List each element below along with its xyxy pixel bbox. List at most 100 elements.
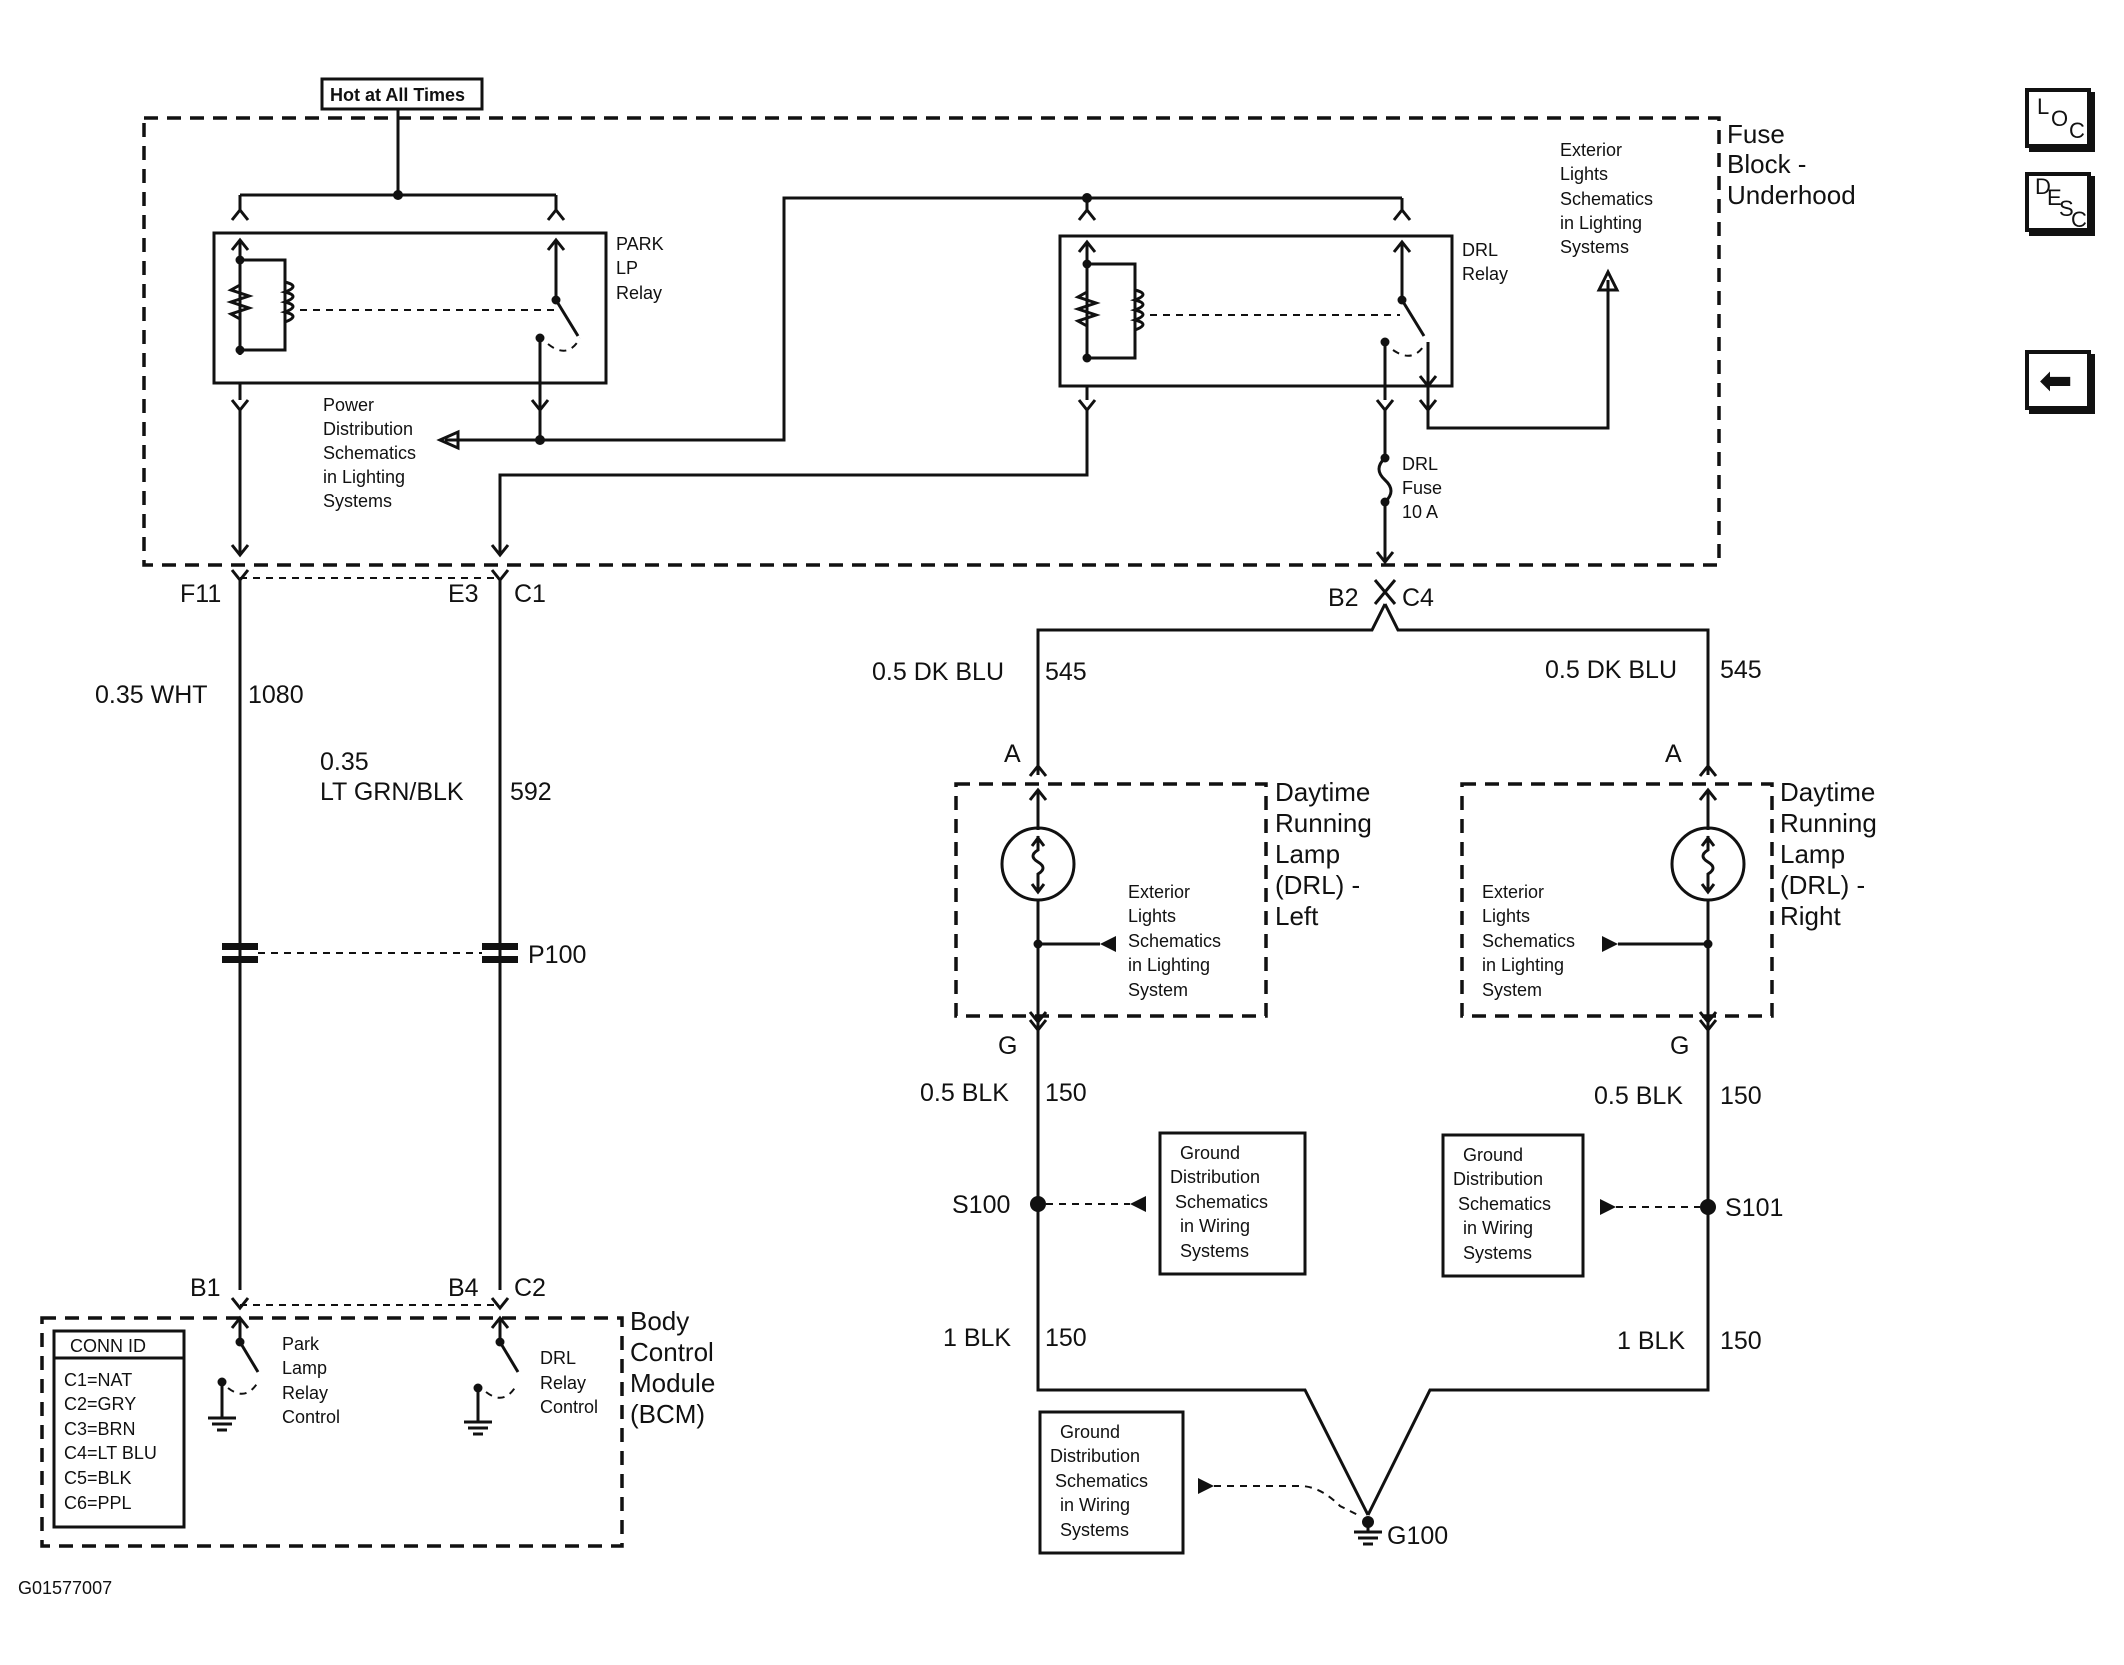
svg-text:Relay: Relay: [1462, 264, 1508, 284]
svg-text:Schematics: Schematics: [1055, 1471, 1148, 1491]
svg-text:Lights: Lights: [1482, 906, 1530, 926]
svg-text:Schematics: Schematics: [1128, 931, 1221, 951]
svg-text:Ground: Ground: [1060, 1422, 1120, 1442]
drl-relay: DRL Relay: [1058, 234, 1620, 430]
svg-text:DRL: DRL: [1462, 240, 1498, 260]
svg-text:10 A: 10 A: [1402, 502, 1438, 522]
svg-text:Schematics: Schematics: [1560, 189, 1653, 209]
drl-fuse: DRL Fuse 10 A: [1377, 410, 1442, 562]
svg-text:Distribution: Distribution: [1453, 1169, 1543, 1189]
pin-f11: F11: [180, 580, 221, 608]
loc-letter-o: O: [2051, 106, 2069, 131]
svg-text:Right: Right: [1780, 901, 1841, 931]
svg-text:System: System: [1128, 980, 1188, 1000]
fuse-block-outline: [142, 116, 1721, 567]
pin-g-right: G: [1670, 1032, 1689, 1060]
svg-text:Running: Running: [1275, 808, 1372, 838]
svg-text:P100: P100: [528, 941, 586, 969]
svg-text:(DRL) -: (DRL) -: [1275, 870, 1360, 900]
pin-b1: B1: [190, 1274, 221, 1302]
svg-text:Lamp: Lamp: [282, 1358, 327, 1378]
svg-text:in Wiring: in Wiring: [1180, 1216, 1250, 1236]
svg-text:Fuse: Fuse: [1402, 478, 1442, 498]
ground-distribution-note-s100: Ground Distribution Schematics in Wiring…: [1158, 1131, 1307, 1276]
power-distribution-note: Power Distribution Schematics in Lightin…: [323, 395, 416, 511]
svg-text:in Wiring: in Wiring: [1463, 1218, 1533, 1238]
svg-text:C6=PPL: C6=PPL: [64, 1493, 132, 1513]
svg-text:Lamp: Lamp: [1275, 839, 1340, 869]
pin-g-left: G: [998, 1032, 1017, 1060]
location-button[interactable]: L O C: [2025, 88, 2091, 148]
svg-text:Underhood: Underhood: [1727, 180, 1856, 210]
exterior-lights-note-top: Exterior Lights Schematics in Lighting S…: [1560, 140, 1653, 257]
svg-text:Ground: Ground: [1180, 1143, 1240, 1163]
splice-s100: S100: [952, 1191, 1146, 1219]
svg-text:Schematics: Schematics: [1482, 931, 1575, 951]
svg-text:Systems: Systems: [1560, 237, 1629, 257]
pin-c2-bottom: C2: [514, 1274, 546, 1302]
svg-text:(BCM): (BCM): [630, 1399, 705, 1429]
conn-id-table: CONN ID C1=NAT C2=GRY C3=BRN C4=LT BLU C…: [52, 1329, 186, 1529]
pin-c4: C4: [1402, 584, 1434, 612]
svg-text:Power: Power: [323, 395, 374, 415]
desc-letter-e: E: [2047, 185, 2062, 210]
svg-text:Park: Park: [282, 1334, 320, 1354]
wire-1080-spec: 0.35 WHT: [95, 681, 208, 709]
svg-text:G100: G100: [1387, 1522, 1448, 1550]
svg-text:CONN ID: CONN ID: [70, 1336, 146, 1356]
svg-text:S100: S100: [952, 1191, 1010, 1219]
wire-150-right-lower-number: 150: [1720, 1327, 1762, 1355]
wire-150-left-upper-number: 150: [1045, 1079, 1087, 1107]
svg-text:C3=BRN: C3=BRN: [64, 1419, 136, 1439]
svg-text:Systems: Systems: [1060, 1520, 1129, 1540]
svg-text:in Lighting: in Lighting: [1560, 213, 1642, 233]
svg-text:Running: Running: [1780, 808, 1877, 838]
svg-text:Distribution: Distribution: [1170, 1167, 1260, 1187]
desc-letter-s: S: [2059, 196, 2074, 221]
desc-letter-c: C: [2071, 207, 2087, 232]
bcm-outline: [40, 1316, 624, 1548]
svg-text:C4=LT BLU: C4=LT BLU: [64, 1443, 157, 1463]
pin-a-left: A: [1004, 740, 1021, 768]
wire-592-spec-gauge: 0.35: [320, 748, 369, 776]
wire-545-left-spec: 0.5 DK BLU: [872, 658, 1004, 686]
svg-text:Lights: Lights: [1560, 164, 1608, 184]
svg-text:in Wiring: in Wiring: [1060, 1495, 1130, 1515]
svg-text:C2=GRY: C2=GRY: [64, 1394, 136, 1414]
wire-150-left-lower-number: 150: [1045, 1324, 1087, 1352]
svg-text:System: System: [1482, 980, 1542, 1000]
pin-b4: B4: [448, 1274, 479, 1302]
svg-text:(DRL) -: (DRL) -: [1780, 870, 1865, 900]
svg-text:Control: Control: [540, 1397, 598, 1417]
svg-text:Systems: Systems: [1180, 1241, 1249, 1261]
loc-letter-l: L: [2037, 94, 2050, 119]
svg-text:C5=BLK: C5=BLK: [64, 1468, 132, 1488]
ground-distribution-note-g100: Ground Distribution Schematics in Wiring…: [1038, 1410, 1361, 1555]
park-lamp-relay-control: Park Lamp Relay Control: [208, 1315, 340, 1432]
connector-p100: P100: [222, 941, 586, 969]
svg-text:S101: S101: [1725, 1194, 1783, 1222]
svg-text:Exterior: Exterior: [1482, 882, 1544, 902]
svg-text:Relay: Relay: [282, 1383, 328, 1403]
svg-text:Daytime: Daytime: [1780, 777, 1875, 807]
drl-relay-control: DRL Relay Control: [464, 1315, 598, 1436]
svg-text:in Lighting: in Lighting: [323, 467, 405, 487]
ground-g100: G100: [1354, 1516, 1448, 1550]
back-button[interactable]: ⬅: [2025, 350, 2091, 410]
pin-a-right: A: [1665, 740, 1682, 768]
wire-150-right-lower-spec: 1 BLK: [1617, 1327, 1685, 1355]
wire-150-left-lower-spec: 1 BLK: [943, 1324, 1011, 1352]
svg-text:DRL: DRL: [540, 1348, 576, 1368]
svg-text:Distribution: Distribution: [323, 419, 413, 439]
svg-text:DRL: DRL: [1402, 454, 1438, 474]
loc-letter-c: C: [2069, 118, 2085, 143]
pin-c1-top: C1: [514, 580, 546, 608]
desc-letter-d: D: [2035, 174, 2051, 199]
wire-545-right-number: 545: [1720, 656, 1762, 684]
description-button[interactable]: D E S C: [2025, 172, 2091, 232]
park-lp-relay: PARK LP Relay: [212, 231, 664, 440]
svg-text:Control: Control: [282, 1407, 340, 1427]
wire-592-spec-color: LT GRN/BLK: [320, 778, 464, 806]
wire-545-left-number: 545: [1045, 658, 1087, 686]
svg-text:Control: Control: [630, 1337, 714, 1367]
